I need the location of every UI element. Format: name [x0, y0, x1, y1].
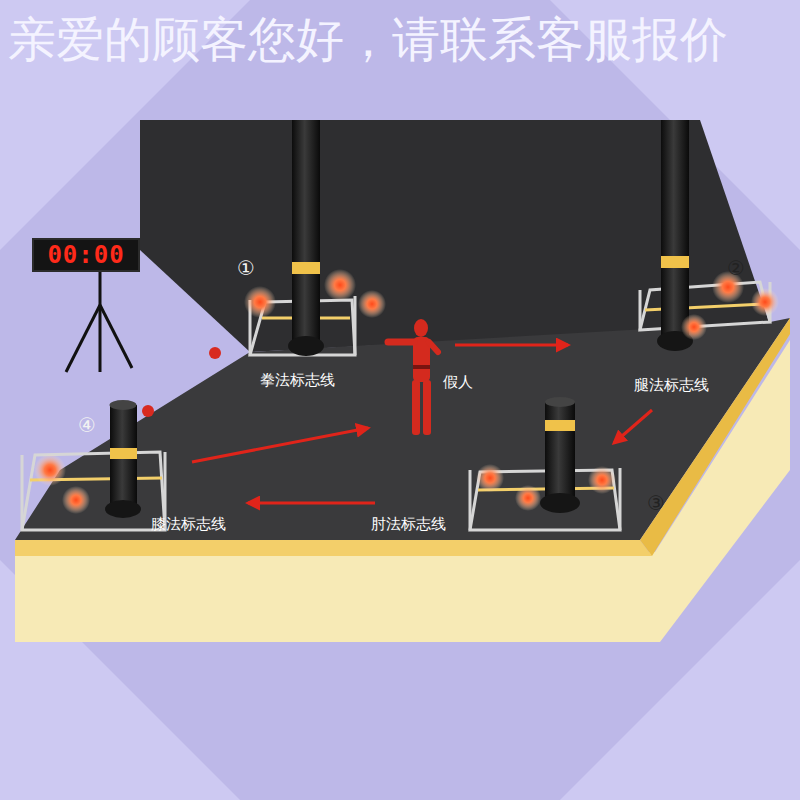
ball: [142, 405, 154, 417]
watermark: 亲爱的顾客您好，请联系客服报价: [8, 12, 728, 67]
station-label: 假人: [443, 374, 473, 391]
railing: [22, 282, 770, 530]
ball: [209, 347, 221, 359]
station-label: 膝法标志线: [151, 516, 226, 533]
flow-arrow: [192, 345, 652, 503]
pillar: [105, 400, 141, 518]
floor-edge: [640, 318, 790, 556]
sensor-light: [34, 269, 779, 514]
callout-number: ③: [647, 492, 665, 515]
station-label: 拳法标志线: [260, 372, 335, 389]
pillar: [288, 120, 324, 356]
timer-digits: 00:00: [47, 241, 124, 269]
pillar: [540, 397, 580, 513]
dummy: [388, 319, 438, 435]
floor-edge: [15, 540, 652, 556]
callout-number: ①: [237, 257, 255, 280]
tripod: [66, 270, 132, 372]
station-label: 腿法标志线: [634, 377, 709, 394]
backdrop: [140, 120, 770, 352]
railing-bar: [30, 304, 765, 490]
station-label: 肘法标志线: [371, 516, 446, 533]
callout-number: ②: [727, 257, 745, 280]
timer-display: 00:00: [32, 238, 140, 272]
callout-number: ④: [78, 414, 96, 437]
